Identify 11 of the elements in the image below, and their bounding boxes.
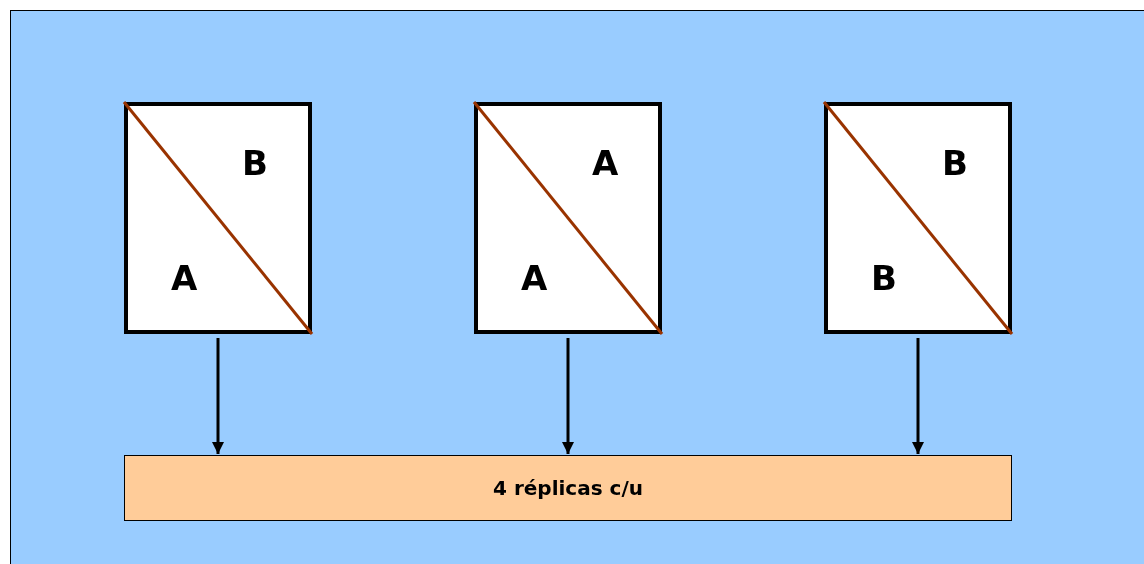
- letter-label: A: [171, 261, 198, 295]
- letter-label: B: [242, 146, 268, 180]
- result-bar: [124, 455, 1012, 521]
- arrow: [912, 338, 924, 454]
- letter-label: A: [592, 146, 619, 180]
- letter-label: A: [521, 261, 548, 295]
- letter-label: B: [942, 146, 968, 180]
- arrow: [212, 338, 224, 454]
- bar-label: 4 réplicas c/u: [493, 476, 643, 500]
- letter-label: B: [871, 261, 897, 295]
- arrow: [562, 338, 574, 454]
